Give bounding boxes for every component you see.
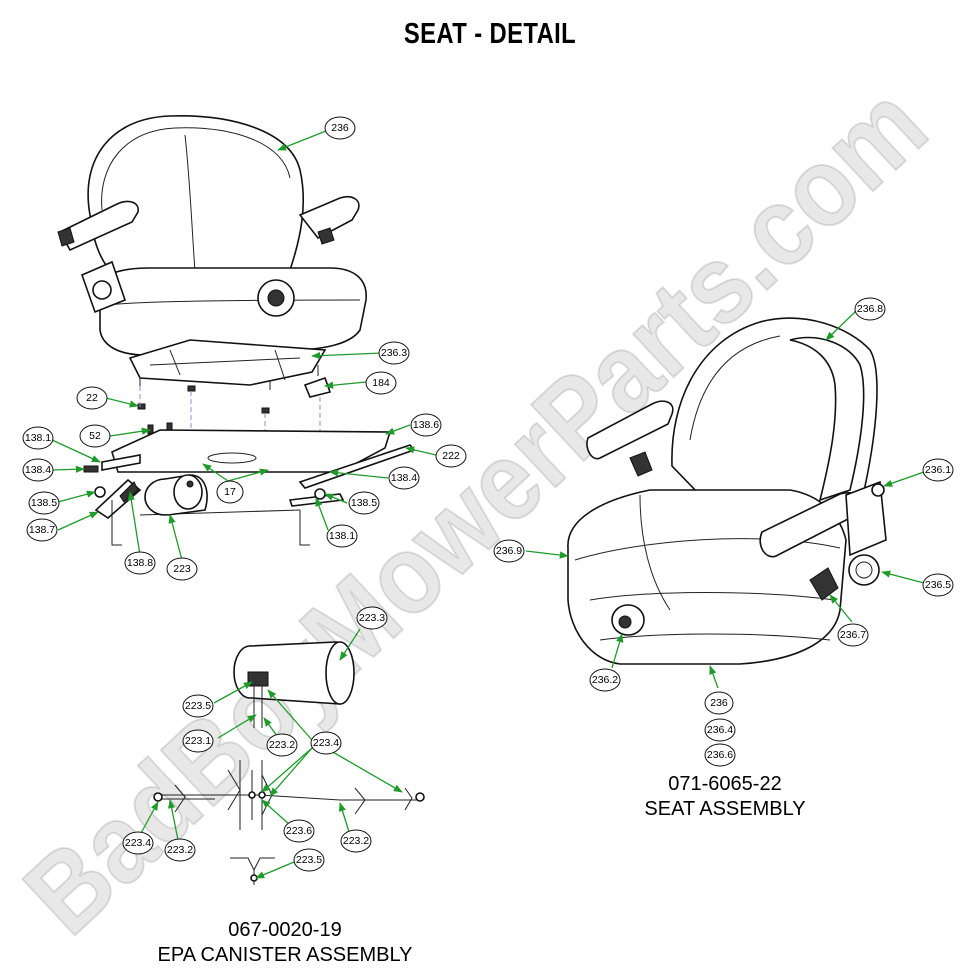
callout-label: 138.8 (127, 557, 153, 569)
callout-label: 138.1 (329, 530, 355, 542)
callout-138-6: 138.6 (410, 413, 442, 437)
callout-label: 236.5 (925, 579, 951, 591)
seat-exploded-illustration (57, 115, 416, 546)
canister-assembly-part-number: 067-0020-19 (228, 919, 342, 941)
callout-label: 222 (442, 450, 460, 462)
callout-label: 236 (710, 697, 728, 709)
seat-assembly-name: SEAT ASSEMBLY (644, 798, 806, 820)
callout-223-2-top: 223.2 (266, 733, 298, 757)
callout-138-4-right: 138.4 (388, 466, 420, 490)
callout-223-5-top: 223.5 (182, 694, 214, 718)
callout-236-1: 236.1 (922, 458, 954, 482)
callout-label: 236.8 (857, 303, 883, 315)
callout-236-bottom: 236 (704, 691, 734, 715)
callout-52: 52 (79, 424, 111, 448)
callout-label: 138.6 (413, 419, 439, 431)
callout-label: 223 (173, 563, 191, 575)
callout-223-1: 223.1 (182, 729, 214, 753)
callout-label: 184 (372, 377, 390, 389)
callout-236-5: 236.5 (922, 573, 954, 597)
callout-138-4-left: 138.4 (22, 458, 54, 482)
callout-label: 236.7 (840, 629, 866, 641)
callout-138-5-right: 138.5 (348, 491, 380, 515)
callout-label: 138.5 (31, 497, 57, 509)
callout-223-5-bottom: 223.5 (293, 848, 325, 872)
callout-label: 138.1 (25, 432, 51, 444)
callout-label: 236.1 (925, 464, 951, 476)
callout-label: 236 (331, 122, 349, 134)
callout-label: 223.3 (359, 612, 385, 624)
callout-label: 138.4 (25, 464, 51, 476)
callout-label: 138.5 (351, 497, 377, 509)
callout-label: 236.2 (592, 674, 618, 686)
callout-label: 223.1 (185, 735, 211, 747)
callout-223: 223 (166, 557, 198, 581)
callout-236-3: 236.3 (378, 341, 410, 365)
callout-label: 52 (89, 430, 101, 442)
callout-17: 17 (216, 480, 244, 504)
callout-223-4-top: 223.4 (310, 731, 342, 755)
callout-label: 223.2 (343, 835, 369, 847)
seat-assembly-part-number: 071-6065-22 (668, 773, 782, 795)
callout-222: 222 (435, 444, 467, 468)
callout-label: 236.4 (707, 724, 733, 736)
callout-138-8: 138.8 (124, 551, 156, 575)
callout-label: 223.5 (296, 854, 322, 866)
canister-assembly-name: EPA CANISTER ASSEMBLY (157, 944, 413, 966)
callout-223-2-left: 223.2 (164, 838, 196, 862)
callout-236-7: 236.7 (837, 623, 869, 647)
callout-label: 223.2 (269, 739, 295, 751)
callout-236-6: 236.6 (704, 743, 736, 767)
callout-label: 223.4 (313, 737, 339, 749)
callout-label: 223.5 (185, 700, 211, 712)
callout-236-top: 236 (324, 116, 356, 140)
callout-138-5-left: 138.5 (28, 491, 60, 515)
callout-label: 17 (224, 486, 236, 498)
callout-236-2: 236.2 (589, 668, 621, 692)
canister-assembly-caption: 067-0020-19 EPA CANISTER ASSEMBLY (130, 918, 440, 968)
callout-label: 223.6 (286, 825, 312, 837)
callout-223-4-bottom: 223.4 (122, 831, 154, 855)
callout-22: 22 (76, 386, 108, 410)
callout-label: 236.6 (707, 749, 733, 761)
seat-assembly-illustration (567, 317, 887, 665)
callout-label: 138.7 (29, 524, 55, 536)
callout-223-3: 223.3 (356, 606, 388, 630)
callout-label: 223.2 (167, 844, 193, 856)
callout-label: 223.4 (125, 837, 151, 849)
callout-label: 236.3 (381, 347, 407, 359)
callout-223-6: 223.6 (283, 819, 315, 843)
callout-236-4: 236.4 (704, 718, 736, 742)
callout-184: 184 (365, 371, 397, 395)
callout-236-8: 236.8 (854, 297, 886, 321)
callout-223-2-right: 223.2 (340, 829, 372, 853)
seat-assembly-caption: 071-6065-22 SEAT ASSEMBLY (600, 772, 850, 822)
page-title: SEAT - DETAIL (403, 18, 577, 50)
callout-138-1-right: 138.1 (326, 524, 358, 548)
callout-236-9: 236.9 (493, 539, 525, 563)
callout-138-7: 138.7 (26, 518, 58, 542)
callout-138-1-left: 138.1 (22, 426, 54, 450)
callout-label: 236.9 (496, 545, 522, 557)
callout-label: 22 (86, 392, 98, 404)
callout-label: 138.4 (391, 472, 417, 484)
